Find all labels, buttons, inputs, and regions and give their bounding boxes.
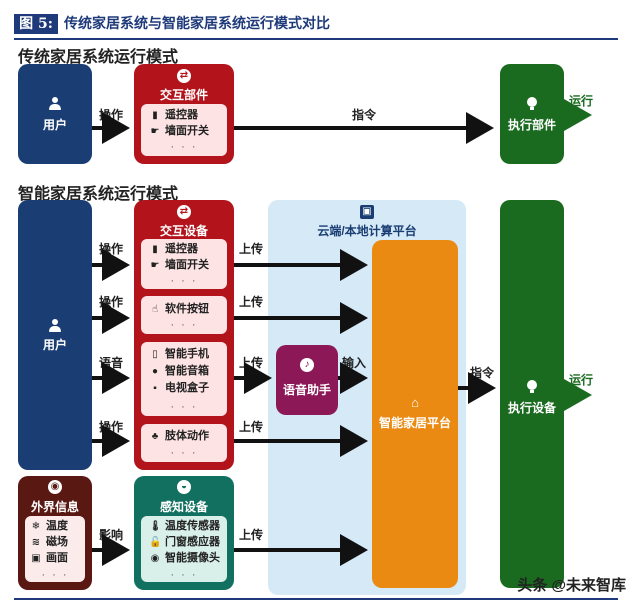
switch-icon: ☛ bbox=[150, 260, 160, 271]
figure-title: 传统家居系统与智能家居系统运行模式对比 bbox=[64, 16, 330, 32]
list-item: 🔓门窗感应器 bbox=[149, 534, 220, 550]
switch-icon: ☛ bbox=[150, 126, 160, 137]
exchange-icon: ⇄ bbox=[177, 69, 191, 83]
list-item: ☛墙面开关 bbox=[149, 123, 209, 139]
list-item: ▣画面 bbox=[30, 550, 68, 566]
trad-executor-box: 执行部件 bbox=[500, 64, 564, 164]
chip-icon: ▣ bbox=[360, 205, 374, 219]
thermometer-icon: 🌡 bbox=[149, 521, 162, 532]
remote-icon: ▮ bbox=[152, 110, 158, 121]
more-dots: · · · bbox=[170, 141, 198, 153]
figure-header: 图 5: 传统家居系统与智能家居系统运行模式对比 bbox=[14, 12, 618, 40]
more-dots: · · · bbox=[170, 319, 198, 331]
trad-user-box: 用户 bbox=[18, 64, 92, 164]
user-icon bbox=[49, 319, 61, 333]
voice-assistant-label: 语音助手 bbox=[282, 383, 331, 397]
list-item: ♣肢体动作 bbox=[149, 428, 209, 444]
sensor-icon: ◒ bbox=[177, 480, 191, 494]
upload-label-2: 上传 bbox=[239, 295, 264, 309]
smart-interaction-title: 交互设备 bbox=[159, 224, 208, 238]
figure-number: 图 5: bbox=[14, 14, 58, 34]
list-item: ●智能音箱 bbox=[149, 363, 209, 379]
image-icon: ▣ bbox=[31, 553, 41, 564]
upload-label-4: 上传 bbox=[239, 420, 264, 434]
speaker-icon: ● bbox=[151, 366, 159, 377]
more-dots: · · · bbox=[41, 569, 69, 581]
sensing-list: 🌡温度传感器 🔓门窗感应器 ◉智能摄像头 · · · bbox=[141, 516, 227, 582]
eye-icon: ◉ bbox=[150, 553, 160, 564]
exchange-icon: ⇄ bbox=[177, 205, 191, 219]
smart-home-platform-box: ⌂ 智能家居平台 bbox=[372, 240, 458, 588]
microphone-icon: ♪ bbox=[300, 358, 314, 372]
tv-box-icon: ▪ bbox=[153, 383, 157, 394]
external-info-box: 外界信息 ◉ ❄温度 ≋磁场 ▣画面 · · · bbox=[18, 476, 92, 590]
bulb-icon bbox=[527, 380, 537, 394]
globe-icon: ◉ bbox=[48, 480, 62, 494]
smart-section-title: 智能家居系统运行模式 bbox=[18, 186, 179, 203]
more-dots: · · · bbox=[170, 401, 198, 413]
more-dots: · · · bbox=[170, 275, 198, 287]
sensing-upload-label: 上传 bbox=[239, 528, 264, 542]
trad-command-label: 指令 bbox=[352, 108, 377, 122]
traditional-section-title: 传统家居系统运行模式 bbox=[18, 49, 179, 66]
upload-label-1: 上传 bbox=[239, 242, 264, 256]
trad-interaction-title: 交互部件 bbox=[159, 88, 208, 102]
list-item: ◉智能摄像头 bbox=[149, 550, 220, 566]
trad-executor-label: 执行部件 bbox=[507, 118, 556, 132]
list-item: ▯智能手机 bbox=[149, 346, 209, 362]
external-info-list: ❄温度 ≋磁场 ▣画面 · · · bbox=[25, 516, 85, 582]
more-dots: · · · bbox=[170, 447, 198, 459]
list-item: 🌡温度传感器 bbox=[149, 518, 220, 534]
watermark: 头条 @未来智库 bbox=[517, 577, 626, 594]
smart-user-label: 用户 bbox=[42, 338, 67, 352]
device-group-2: ☝软件按钮 · · · bbox=[141, 296, 227, 334]
list-item: ≋磁场 bbox=[30, 534, 68, 550]
list-item: ▮遥控器 bbox=[149, 241, 198, 257]
device-group-4: ♣肢体动作 · · · bbox=[141, 424, 227, 462]
thumbs-up-icon: ♣ bbox=[151, 431, 159, 442]
voice-assistant-box: ♪ 语音助手 bbox=[276, 345, 338, 415]
smart-executor-label: 执行设备 bbox=[507, 401, 556, 415]
list-item: ☛墙面开关 bbox=[149, 257, 209, 273]
smart-executor-box: 执行设备 bbox=[500, 200, 564, 588]
smart-user-box: 用户 bbox=[18, 200, 92, 470]
lock-icon: 🔓 bbox=[149, 537, 162, 548]
snowflake-icon: ❄ bbox=[31, 521, 41, 532]
trad-interaction-box: ⇄ 交互部件 ▮遥控器 ☛墙面开关 · · · bbox=[134, 64, 234, 164]
footer-rule bbox=[14, 598, 618, 600]
trad-user-label: 用户 bbox=[42, 118, 67, 132]
cloud-title: 云端/本地计算平台 bbox=[317, 224, 417, 238]
sensing-devices-box: ◒ 感知设备 🌡温度传感器 🔓门窗感应器 ◉智能摄像头 · · · bbox=[134, 476, 234, 590]
phone-icon: ▯ bbox=[152, 349, 158, 360]
list-item: ▪电视盒子 bbox=[149, 380, 209, 396]
bulb-icon bbox=[527, 97, 537, 111]
device-group-3: ▯智能手机 ●智能音箱 ▪电视盒子 · · · bbox=[141, 342, 227, 416]
signal-icon: ≋ bbox=[31, 537, 41, 548]
device-group-1: ▮遥控器 ☛墙面开关 · · · bbox=[141, 239, 227, 289]
list-item: ☝软件按钮 bbox=[149, 301, 209, 317]
list-item: ❄温度 bbox=[30, 518, 68, 534]
list-item: ▮遥控器 bbox=[149, 107, 198, 123]
trad-interaction-list: ▮遥控器 ☛墙面开关 · · · bbox=[141, 104, 227, 156]
sensing-title: 感知设备 bbox=[159, 500, 208, 514]
more-dots: · · · bbox=[170, 569, 198, 581]
tap-icon: ☝ bbox=[151, 304, 159, 315]
home-icon: ⌂ bbox=[411, 395, 419, 410]
user-icon bbox=[49, 97, 61, 111]
smart-interaction-box: ⇄ 交互设备 ▮遥控器 ☛墙面开关 · · · ☝软件按钮 · · · ▯智能手… bbox=[134, 200, 234, 470]
platform-label: 智能家居平台 bbox=[378, 416, 451, 430]
external-info-title: 外界信息 bbox=[30, 500, 79, 514]
remote-icon: ▮ bbox=[152, 244, 158, 255]
